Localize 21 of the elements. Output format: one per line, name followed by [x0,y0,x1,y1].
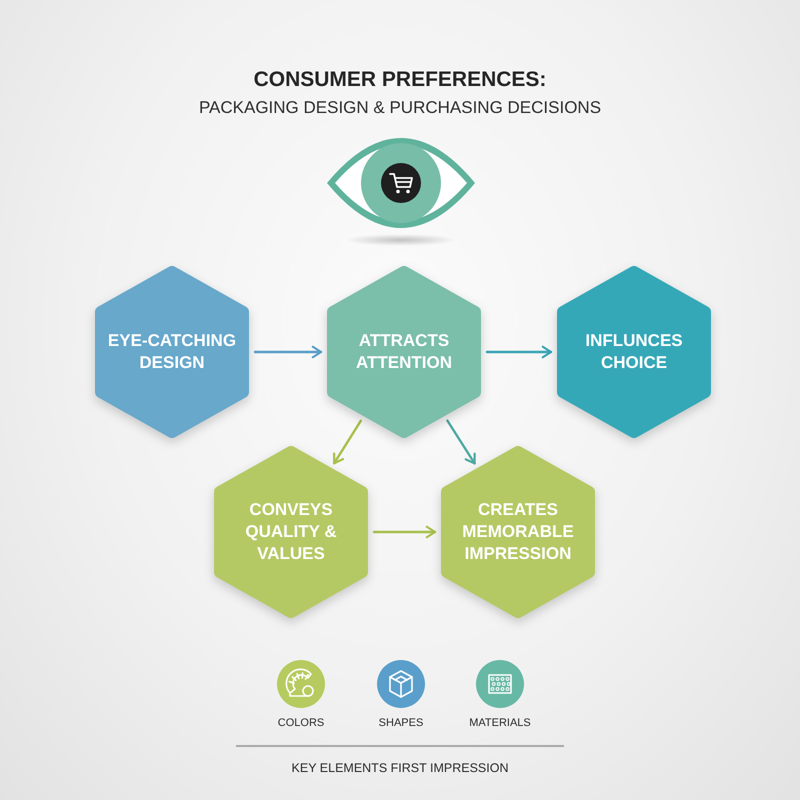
node-label: ATTRACTS ATTENTION [354,330,453,374]
title: CONSUMER PREFERENCES: [254,68,546,91]
icon-label: SHAPES [378,717,424,729]
node-label: EYE-CATCHING DESIGN [106,330,238,374]
arrow [372,526,436,538]
hexagon-node [327,266,481,438]
icon-label: COLORS [278,717,324,729]
hexagon-node [214,446,368,618]
arrow [446,419,476,465]
hexagon-node [557,266,711,438]
node-label: CONVEYS QUALITY & VALUES [244,499,338,565]
arrow [332,420,362,464]
node-label: INFLUNCES CHOICE [584,330,684,374]
icon-label: MATERIALS [469,717,531,729]
arrow [486,346,552,358]
hexagon-node [441,446,595,618]
node-label: CREATES MEMORABLE IMPRESSION [461,499,575,565]
arrow [254,346,322,358]
caption: KEY ELEMENTS FIRST IMPRESSION [292,761,508,775]
hexagon-node [95,266,249,438]
subtitle: PACKAGING DESIGN & PURCHASING DECISIONS [198,98,602,118]
